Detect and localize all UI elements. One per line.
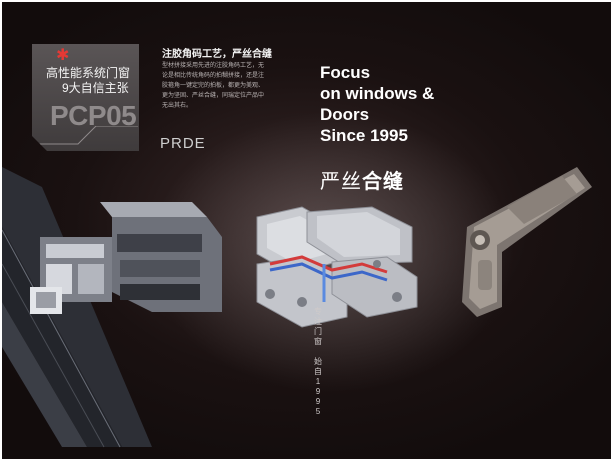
description-line: 论是相比传统角码的拍糊拼接，还是注 (162, 73, 265, 79)
focus-line: Since 1995 (320, 126, 408, 145)
corner-bracket-illustration (462, 167, 592, 317)
vertical-tagline-char: 5 (315, 407, 321, 416)
feature-heading: 注胶角码工艺，严丝合缝 (162, 49, 272, 60)
focus-headline: Focus on windows & Doors Since 1995 (320, 62, 434, 146)
badge-subtitle: 9大自信主张 (62, 81, 129, 95)
aluminum-profile-illustration (2, 167, 222, 448)
slogan: 严丝合缝 (320, 165, 404, 194)
vertical-tagline-char: 窗 (314, 337, 322, 346)
vertical-tagline-char: 门 (314, 327, 322, 336)
vertical-tagline-char: 始 (314, 357, 322, 366)
focus-line: on windows & (320, 84, 435, 103)
description-line: 无出其右。 (162, 103, 193, 109)
badge-divider-icon (38, 126, 138, 145)
slogan-part2: 合缝 (362, 171, 404, 193)
description-line: 胶箍角一键定完的拍板，都更为美观、 (162, 83, 265, 89)
corner-connector-illustration (256, 206, 418, 328)
vertical-tagline-char: 注 (314, 317, 322, 326)
vertical-tagline-char: 专 (314, 307, 322, 316)
description-line: 型材拼接采用先进的注胶角码工艺，无 (162, 63, 265, 69)
focus-line: Doors (320, 105, 370, 124)
feature-description: 型材拼接采用先进的注胶角码工艺，无 论是相比传统角码的拍糊拼接，还是注 胶箍角一… (162, 61, 280, 111)
vertical-tagline-char: 9 (315, 397, 321, 406)
focus-line: Focus (320, 63, 371, 82)
vertical-tagline-char: 9 (315, 387, 321, 396)
star-icon: ✱ (56, 47, 70, 64)
badge-title: 高性能系统门窗 (46, 66, 131, 80)
description-line: 更为坚固、严丝合缝，同瑞定位产品中 (162, 93, 265, 99)
vertical-tagline-char (312, 347, 324, 357)
slogan-part1: 严丝 (320, 171, 362, 193)
feature-badge: ✱ 高性能系统门窗 9大自信主张 PCP05 (32, 44, 139, 151)
vertical-tagline-char: 1 (315, 377, 321, 386)
brand-logo: PRDE (160, 135, 206, 152)
vertical-tagline-char: 自 (314, 367, 322, 376)
